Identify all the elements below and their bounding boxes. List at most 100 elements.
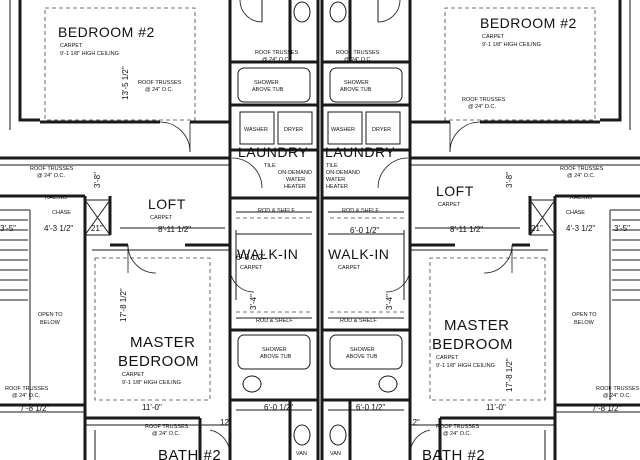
right-loft-dim: 8'-11 1/2" bbox=[450, 225, 483, 234]
left-laundry-oc: @ 24" O.C. bbox=[262, 57, 290, 63]
right-unit-labels: BEDROOM #2 CARPET 9'-1 1/8" HIGH CEILING… bbox=[325, 15, 640, 460]
right-open-to-label: OPEN TO bbox=[572, 312, 597, 318]
left-master-title-2: BEDROOM bbox=[118, 353, 199, 370]
left-walkin-title: WALK-IN bbox=[237, 246, 298, 262]
left-chase-label: CHASE bbox=[52, 210, 71, 216]
left-shower-label: SHOWER bbox=[254, 80, 279, 86]
left-master-height: 17'-8 1/2" bbox=[119, 288, 128, 322]
left-master-oc: @ 24" O.C. bbox=[152, 431, 180, 437]
right-loft-trusses: ROOF TRUSSES bbox=[560, 166, 604, 172]
left-stair-dim-top: 4'-3 1/2" bbox=[44, 224, 73, 233]
left-bedroom2-width-dim: 13'-5 1/2" bbox=[121, 66, 130, 100]
left-master-ceiling: 9'-1 1/8" HIGH CEILING bbox=[122, 380, 181, 386]
right-laundry-title: LAUNDRY bbox=[325, 144, 395, 160]
right-master-title-2: BEDROOM bbox=[432, 336, 513, 353]
left-bedroom2-floor: CARPET bbox=[60, 43, 83, 49]
left-master-trusses: ROOF TRUSSES bbox=[145, 424, 189, 430]
right-laundry-oc: @ 24" O.C. bbox=[344, 57, 372, 63]
right-bath2-dim-12: 12" bbox=[408, 418, 420, 427]
left-bedroom2-title: BEDROOM #2 bbox=[58, 24, 155, 40]
left-railing-label: RAILING bbox=[45, 195, 67, 201]
right-master-width: 11'-0" bbox=[486, 403, 506, 412]
right-stair-oc: @ 24" O.C. bbox=[603, 393, 631, 399]
right-stair-dim-bottom: 7'-8 1/2" bbox=[592, 404, 621, 413]
right-washer-label: WASHER bbox=[331, 127, 355, 133]
right-walkin-vdim: 3'-4" bbox=[385, 294, 394, 310]
left-loft-side-dim: 3'-8" bbox=[93, 172, 102, 188]
left-loft-trusses: ROOF TRUSSES bbox=[30, 166, 74, 172]
left-bedroom2-trusses: ROOF TRUSSES bbox=[138, 80, 182, 86]
right-below-label: BELOW bbox=[574, 320, 595, 326]
left-rod-shelf-top: ROD & SHELF bbox=[258, 208, 295, 214]
left-walkin-dim-top: 6'-0 1/2" bbox=[236, 253, 265, 262]
left-loft-oc: @ 24" O.C. bbox=[37, 173, 65, 179]
left-bedroom2-oc: @ 24" O.C. bbox=[145, 87, 173, 93]
right-bedroom2-oc: @ 24" O.C. bbox=[468, 104, 496, 110]
right-loft-oc: @ 24" O.C. bbox=[567, 173, 595, 179]
left-unit-walls bbox=[0, 0, 324, 460]
right-loft-floor: CARPET bbox=[438, 202, 461, 208]
left-master-title-1: MASTER bbox=[130, 334, 196, 351]
right-bath2-above-tub: ABOVE TUB bbox=[346, 354, 378, 360]
right-shower-label: SHOWER bbox=[344, 80, 369, 86]
left-walkin-floor: CARPET bbox=[240, 265, 263, 271]
right-vanity-label: VAN bbox=[330, 451, 341, 457]
left-water-heater-2: WATER bbox=[286, 177, 305, 183]
left-walkin-dim-bottom: 6'-0 1/2" bbox=[264, 403, 293, 412]
right-walkin-title: WALK-IN bbox=[328, 246, 389, 262]
left-tile-label: TILE bbox=[264, 163, 276, 169]
left-washer-label: WASHER bbox=[244, 127, 268, 133]
right-stair-trusses: ROOF TRUSSES bbox=[596, 386, 640, 392]
right-unit-walls bbox=[322, 0, 640, 460]
left-stair-treads bbox=[0, 219, 28, 301]
right-rod-shelf-top: ROD & SHELF bbox=[342, 208, 379, 214]
right-master-ceiling: 9'-1 1/8" HIGH CEILING bbox=[436, 363, 495, 369]
right-loft-title: LOFT bbox=[436, 183, 474, 199]
left-open-to-label: OPEN TO bbox=[38, 312, 63, 318]
left-bath2-dim-12: 12" bbox=[220, 418, 232, 427]
left-water-heater-3: HEATER bbox=[284, 184, 306, 190]
left-loft-dim: 8'-11 1/2" bbox=[158, 225, 191, 234]
right-dryer-label: DRYER bbox=[372, 127, 391, 133]
left-bath2-above-tub: ABOVE TUB bbox=[260, 354, 292, 360]
left-stair-oc: @ 24" O.C. bbox=[12, 393, 40, 399]
left-loft-floor: CARPET bbox=[150, 215, 173, 221]
right-walkin-dim-top: 6'-0 1/2" bbox=[350, 226, 379, 235]
left-master-width: 11'-0" bbox=[142, 403, 162, 412]
right-above-tub-label: ABOVE TUB bbox=[340, 87, 372, 93]
right-master-floor: CARPET bbox=[436, 355, 459, 361]
right-master-oc: @ 24" O.C. bbox=[443, 431, 471, 437]
right-master-title-1: MASTER bbox=[444, 317, 510, 334]
right-loft-side-dim: 3'-8" bbox=[505, 172, 514, 188]
left-dryer-label: DRYER bbox=[284, 127, 303, 133]
left-loft-title: LOFT bbox=[148, 196, 186, 212]
right-bedroom2-title: BEDROOM #2 bbox=[480, 15, 577, 31]
right-laundry-trusses: ROOF TRUSSES bbox=[336, 50, 380, 56]
left-unit-labels: BEDROOM #2 CARPET 9'-1 1/8" HIGH CEILING… bbox=[0, 24, 312, 460]
left-master-floor: CARPET bbox=[122, 372, 145, 378]
left-above-tub-label: ABOVE TUB bbox=[252, 87, 284, 93]
right-master-trusses: ROOF TRUSSES bbox=[436, 424, 480, 430]
left-below-label: BELOW bbox=[40, 320, 61, 326]
right-bath2-title: BATH #2 bbox=[422, 447, 485, 460]
right-water-heater-3: HEATER bbox=[326, 184, 348, 190]
right-stair-dim-right: 3'-5" bbox=[614, 224, 630, 233]
right-bedroom2-floor: CARPET bbox=[482, 34, 505, 40]
left-bath2-shower: SHOWER bbox=[262, 347, 287, 353]
left-walkin-vdim: 3'-4" bbox=[249, 294, 258, 310]
right-bath2-shower: SHOWER bbox=[350, 347, 375, 353]
right-walkin-floor: CARPET bbox=[338, 265, 361, 271]
right-stair-dim-small: 21" bbox=[531, 224, 543, 233]
right-water-heater-2: WATER bbox=[326, 177, 345, 183]
right-railing-label: RAILING bbox=[570, 195, 592, 201]
right-tile-label: TILE bbox=[326, 163, 338, 169]
right-water-heater-1: ON-DEMAND bbox=[326, 170, 360, 176]
left-vanity-label: VAN bbox=[296, 451, 307, 457]
left-rod-shelf-bottom: ROD & SHELF bbox=[256, 318, 293, 324]
left-laundry-title: LAUNDRY bbox=[238, 144, 308, 160]
left-stair-dim-bottom: 7'-8 1/2" bbox=[20, 404, 49, 413]
left-stair-dim-left: 3'-5" bbox=[0, 224, 16, 233]
right-bedroom2-trusses: ROOF TRUSSES bbox=[462, 97, 506, 103]
right-chase-label: CHASE bbox=[566, 210, 585, 216]
